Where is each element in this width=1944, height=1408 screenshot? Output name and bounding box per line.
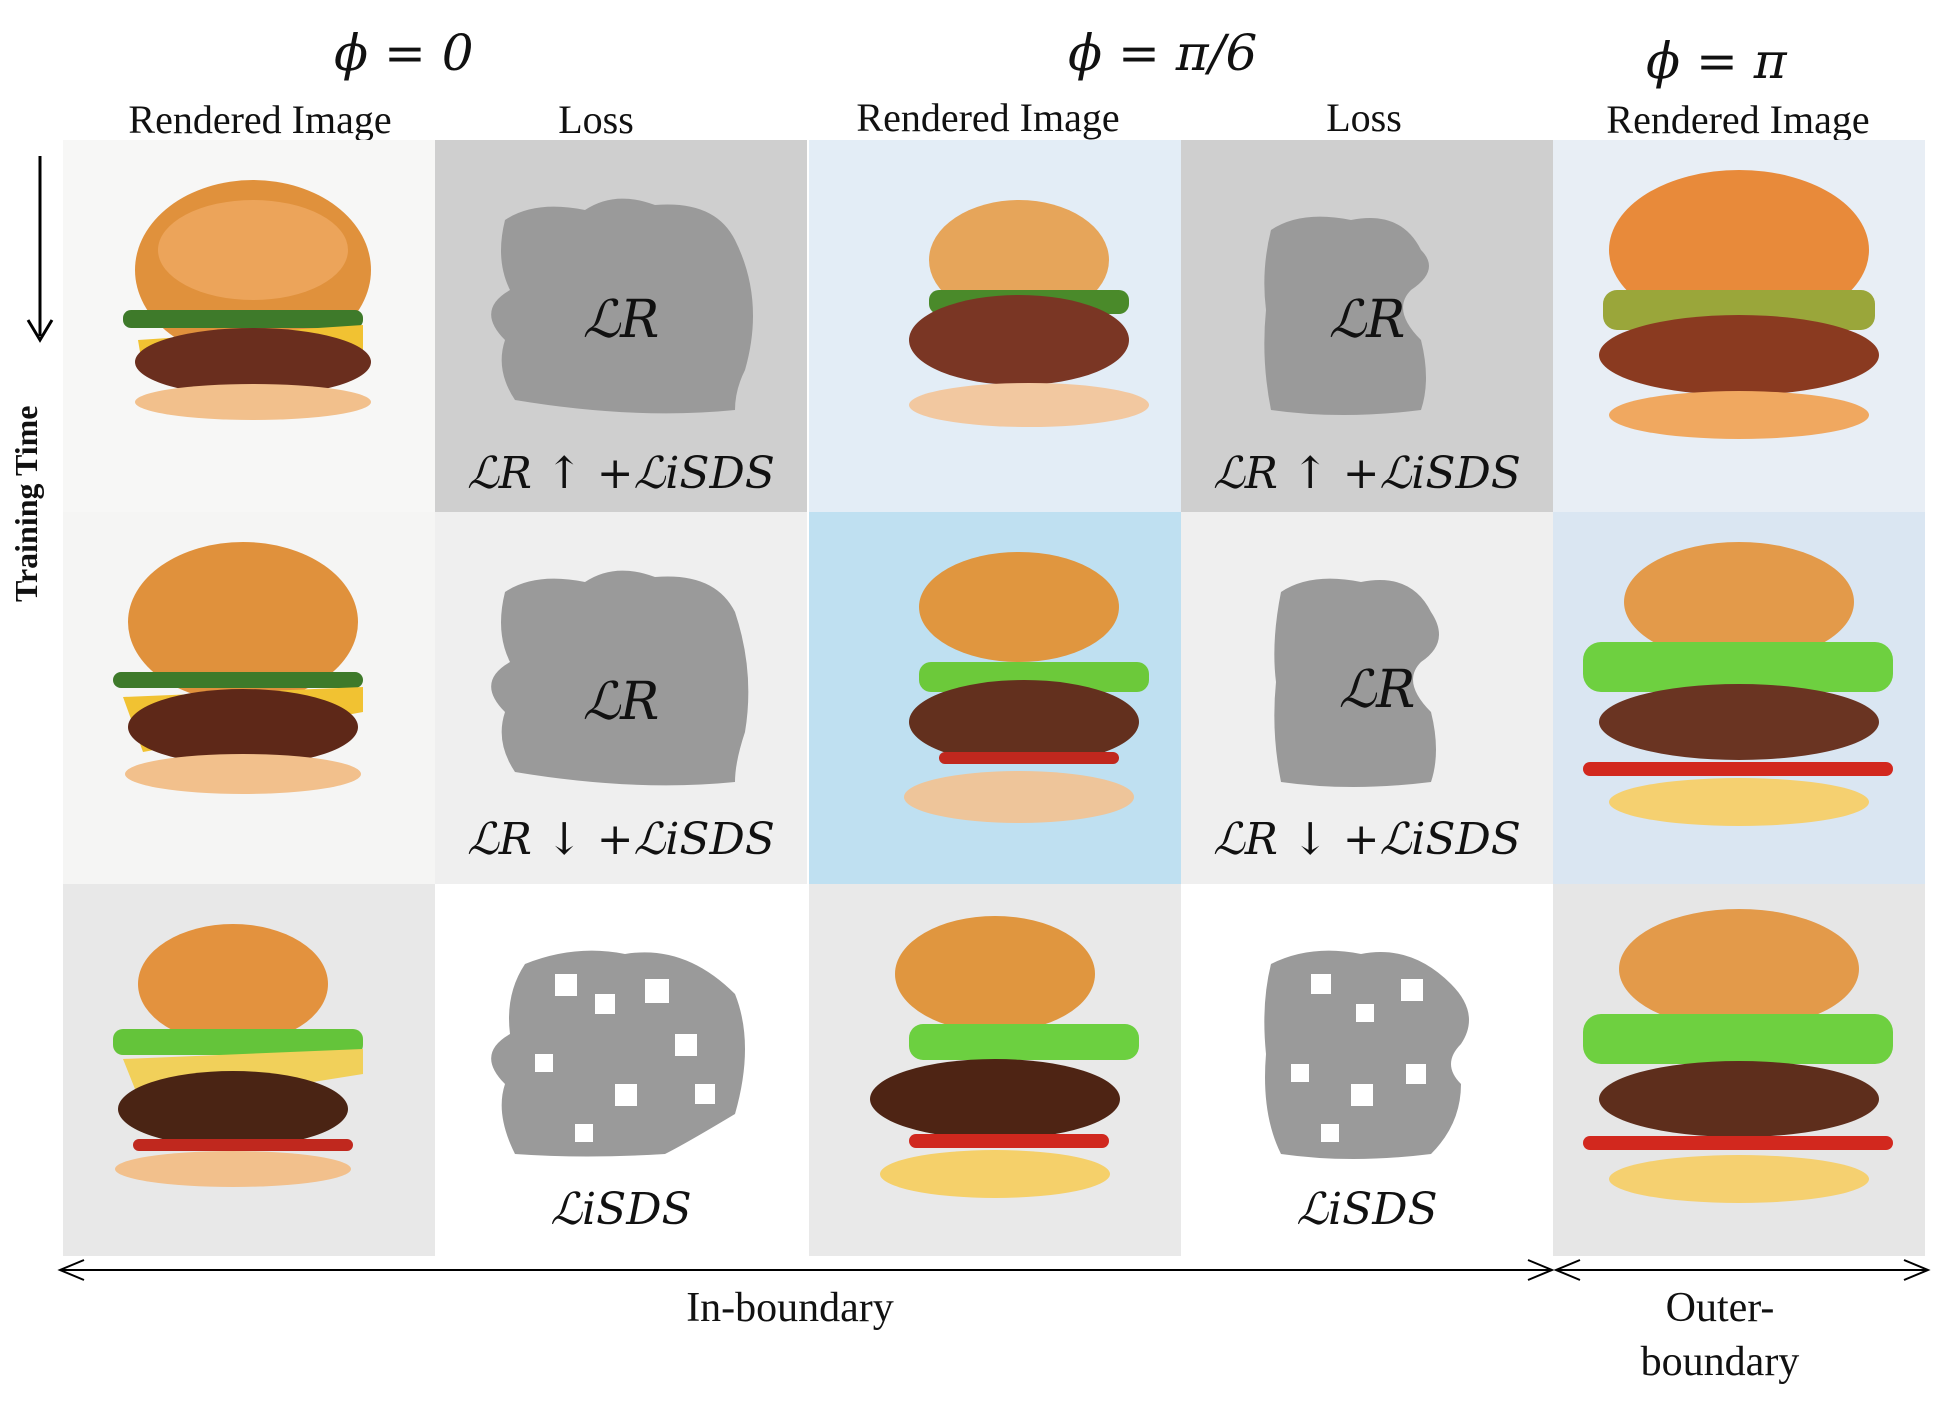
column-header-5: Rendered Image — [1606, 97, 1870, 142]
training-time-label: Training Time — [8, 405, 44, 602]
burger-image — [909, 200, 1149, 427]
burger-image — [113, 924, 363, 1187]
boundary-arrows — [57, 1259, 1931, 1281]
outer-boundary-label-line1: Outer- — [1665, 1285, 1775, 1331]
loss-mask — [491, 950, 745, 1157]
column-header-4: Loss — [1326, 95, 1402, 140]
rendered-image-r1-c3 — [809, 140, 1181, 512]
loss-center-label: ℒR — [1328, 290, 1406, 350]
header-phi-pi6: ϕ = π/6 — [1068, 24, 1258, 82]
loss-map-r2-c2: ℒR ℒR ↓ +ℒiSDS — [435, 512, 807, 884]
loss-mask — [491, 570, 749, 786]
rendered-image-r3-c1 — [63, 884, 435, 1256]
rendered-image-r1-c5 — [1553, 140, 1925, 512]
burger-image — [1599, 170, 1879, 439]
rendered-image-r3-c5 — [1553, 884, 1925, 1256]
loss-center-label: ℒR — [1338, 660, 1416, 720]
rendered-image-r2-c5 — [1553, 512, 1925, 884]
loss-label: ℒR ↑ +ℒiSDS — [467, 448, 775, 499]
header-phi-0: ϕ = 0 — [334, 24, 474, 82]
rendered-image-r2-c1 — [63, 512, 435, 884]
loss-label: ℒR ↑ +ℒiSDS — [1213, 448, 1521, 499]
training-time-arrow — [26, 156, 54, 343]
loss-mask — [1264, 216, 1429, 415]
loss-label: ℒiSDS — [1296, 1184, 1438, 1235]
in-boundary-label: In-boundary — [686, 1285, 894, 1331]
burger-image — [123, 180, 371, 420]
loss-map-r2-c4: ℒR ℒR ↓ +ℒiSDS — [1181, 512, 1553, 884]
rendered-image-r3-c3 — [809, 884, 1181, 1256]
loss-center-label: ℒR — [582, 672, 660, 732]
burger-image — [113, 542, 363, 794]
outer-boundary-label-line2: boundary — [1640, 1339, 1800, 1385]
loss-mask — [491, 198, 753, 414]
burger-image — [1583, 542, 1893, 826]
column-header-2: Loss — [558, 97, 634, 142]
loss-label: ℒR ↓ +ℒiSDS — [467, 814, 775, 865]
loss-map-r3-c2: ℒiSDS — [435, 884, 807, 1256]
loss-center-label: ℒR — [582, 290, 660, 350]
loss-map-r3-c4: ℒiSDS — [1181, 884, 1553, 1256]
burger-image — [870, 916, 1139, 1198]
rendered-image-r1-c1 — [63, 140, 435, 512]
loss-label: ℒR ↓ +ℒiSDS — [1213, 814, 1521, 865]
column-header-3: Rendered Image — [856, 95, 1120, 140]
loss-map-r1-c4: ℒR ℒR ↑ +ℒiSDS — [1181, 140, 1553, 512]
loss-map-r1-c2: ℒR ℒR ↑ +ℒiSDS — [435, 140, 807, 512]
column-header-1: Rendered Image — [128, 97, 392, 142]
burger-image — [904, 552, 1149, 823]
rendered-image-r2-c3 — [809, 512, 1181, 884]
loss-mask — [1264, 950, 1469, 1159]
header-phi-pi: ϕ = π — [1646, 32, 1787, 90]
loss-mask — [1274, 578, 1439, 787]
burger-image — [1583, 909, 1893, 1203]
loss-label: ℒiSDS — [550, 1184, 692, 1235]
